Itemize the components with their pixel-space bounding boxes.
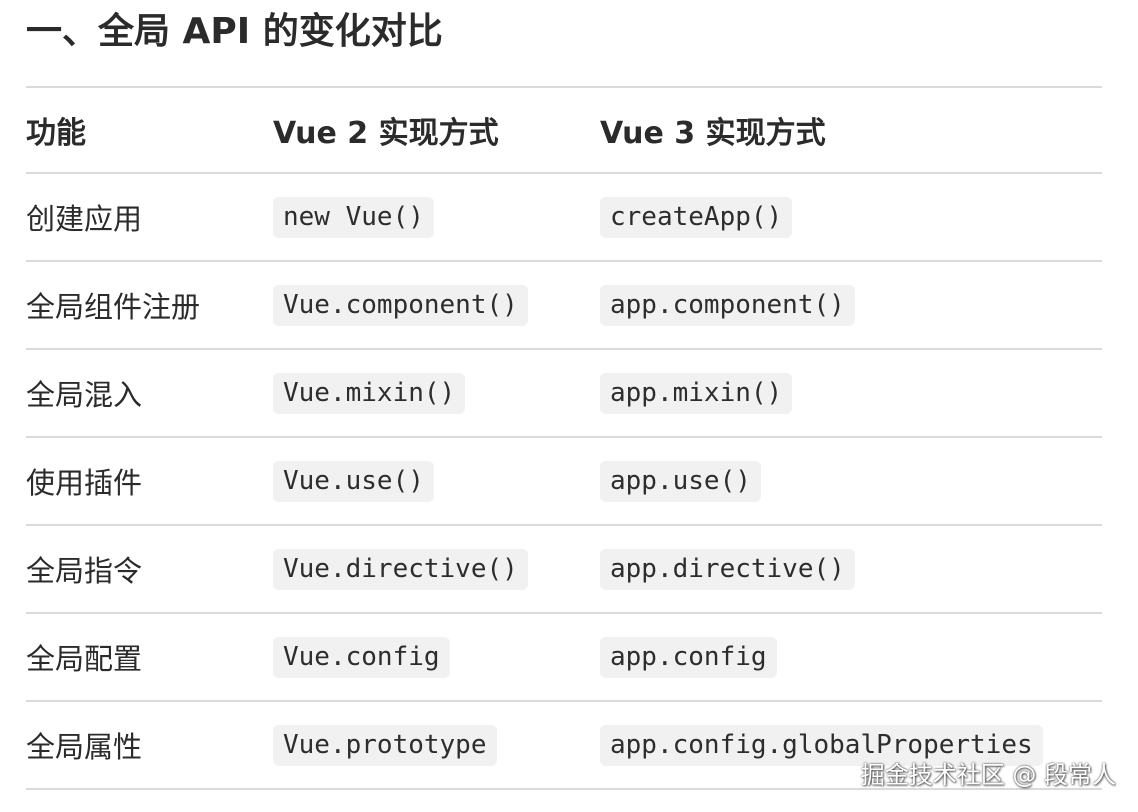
row-divider bbox=[26, 700, 1102, 702]
vue3-code: app.use() bbox=[600, 460, 761, 502]
vue2-cell: Vue.mixin() bbox=[273, 350, 466, 436]
row-divider bbox=[26, 348, 1102, 350]
row-divider bbox=[26, 524, 1102, 526]
table-row: 使用插件 Vue.use() app.use() bbox=[26, 438, 1102, 524]
table-bottom-rule bbox=[26, 788, 1102, 790]
feature-cell: 全局配置 bbox=[26, 642, 143, 676]
vue3-code: app.component() bbox=[600, 284, 855, 326]
vue3-cell: app.directive() bbox=[600, 526, 855, 612]
vue2-code: Vue.use() bbox=[273, 460, 434, 502]
table-row: 全局指令 Vue.directive() app.directive() bbox=[26, 526, 1102, 612]
table-row: 全局混入 Vue.mixin() app.mixin() bbox=[26, 350, 1102, 436]
feature-cell: 全局组件注册 bbox=[26, 290, 201, 324]
vue2-cell: Vue.component() bbox=[273, 262, 528, 348]
vue3-cell: app.config.globalProperties bbox=[600, 702, 1043, 788]
vue2-code: Vue.component() bbox=[273, 284, 528, 326]
row-divider bbox=[26, 260, 1102, 262]
vue3-cell: app.use() bbox=[600, 438, 761, 524]
feature-cell: 全局指令 bbox=[26, 554, 143, 588]
vue2-code: Vue.config bbox=[273, 636, 450, 678]
table-header-row: 功能 Vue 2 实现方式 Vue 3 实现方式 bbox=[26, 88, 1102, 172]
table-row: 全局组件注册 Vue.component() app.component() bbox=[26, 262, 1102, 348]
table-header-rule bbox=[26, 172, 1102, 174]
vue2-code: Vue.directive() bbox=[273, 548, 528, 590]
table-top-rule bbox=[26, 86, 1102, 88]
table-row: 创建应用 new Vue() createApp() bbox=[26, 174, 1102, 260]
vue3-code: app.mixin() bbox=[600, 372, 793, 414]
vue2-cell: Vue.directive() bbox=[273, 526, 528, 612]
header-vue2: Vue 2 实现方式 bbox=[273, 116, 499, 151]
header-feature: 功能 bbox=[26, 116, 86, 151]
vue3-cell: app.component() bbox=[600, 262, 855, 348]
table-row: 全局属性 Vue.prototype app.config.globalProp… bbox=[26, 702, 1102, 788]
comparison-table: 功能 Vue 2 实现方式 Vue 3 实现方式 创建应用 new Vue() … bbox=[26, 86, 1102, 790]
vue3-code: app.config.globalProperties bbox=[600, 724, 1043, 766]
vue3-cell: app.config bbox=[600, 614, 777, 700]
feature-cell: 全局属性 bbox=[26, 730, 143, 764]
vue2-code: new Vue() bbox=[273, 196, 434, 238]
vue3-cell: app.mixin() bbox=[600, 350, 793, 436]
vue2-cell: Vue.prototype bbox=[273, 702, 497, 788]
watermark: 掘金技术社区 @ 段常人 bbox=[860, 761, 1116, 789]
vue2-code: Vue.mixin() bbox=[273, 372, 466, 414]
feature-cell: 使用插件 bbox=[26, 466, 143, 500]
vue3-code: app.directive() bbox=[600, 548, 855, 590]
page-title: 一、全局 API 的变化对比 bbox=[26, 11, 443, 52]
header-vue3: Vue 3 实现方式 bbox=[600, 116, 826, 151]
vue2-cell: Vue.use() bbox=[273, 438, 434, 524]
vue3-code: createApp() bbox=[600, 196, 793, 238]
table-row: 全局配置 Vue.config app.config bbox=[26, 614, 1102, 700]
vue3-code: app.config bbox=[600, 636, 777, 678]
row-divider bbox=[26, 612, 1102, 614]
feature-cell: 全局混入 bbox=[26, 378, 143, 412]
vue2-code: Vue.prototype bbox=[273, 724, 497, 766]
vue2-cell: Vue.config bbox=[273, 614, 450, 700]
row-divider bbox=[26, 436, 1102, 438]
feature-cell: 创建应用 bbox=[26, 202, 143, 236]
vue3-cell: createApp() bbox=[600, 174, 793, 260]
vue2-cell: new Vue() bbox=[273, 174, 434, 260]
